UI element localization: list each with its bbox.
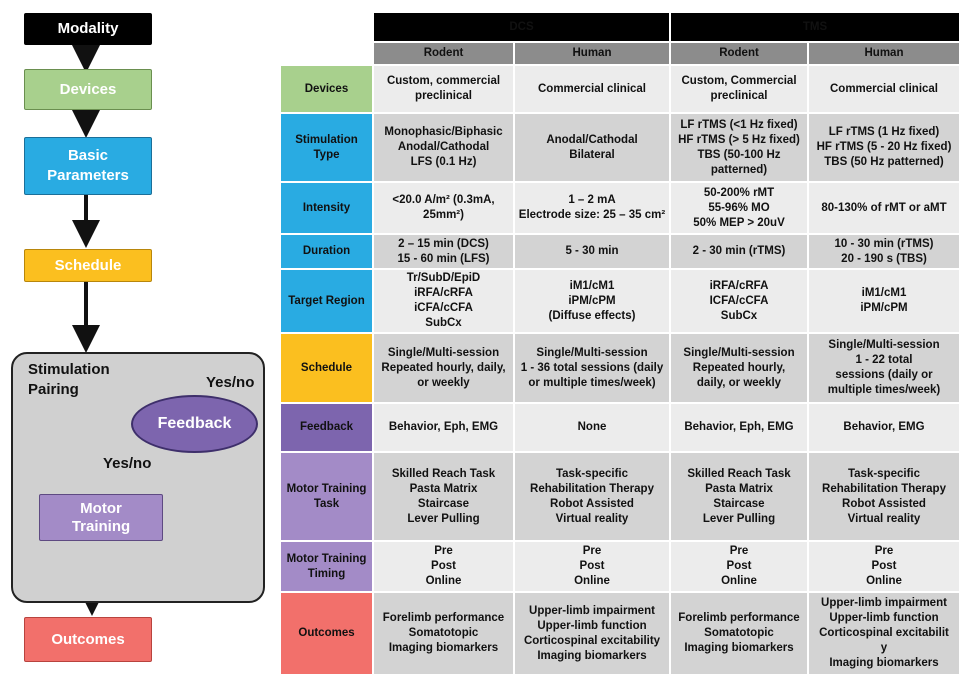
table-cell: Monophasic/Biphasic Anodal/Cathodal LFS … xyxy=(374,114,513,181)
table-cell: Custom, commercial preclinical xyxy=(374,66,513,112)
row-label-devices: Devices xyxy=(281,66,372,112)
yes-no-label-bottom: Yes/no xyxy=(103,455,152,472)
table-cell: iM1/cM1 iPM/cPM xyxy=(809,270,959,332)
table-cell: 50-200% rMT 55-96% MO 50% MEP > 20uV xyxy=(671,183,807,233)
table-cell: Skilled Reach Task Pasta Matrix Staircas… xyxy=(374,453,513,540)
row-label-intensity: Intensity xyxy=(281,183,372,233)
table-row: Schedule Single/Multi-session Repeated h… xyxy=(281,334,959,402)
table-row: Stimulation Type Monophasic/Biphasic Ano… xyxy=(281,114,959,181)
table-cell: Tr/SubD/EpiD iRFA/cRFA iCFA/cCFA SubCx xyxy=(374,270,513,332)
table-cell: Pre Post Online xyxy=(809,542,959,591)
subheader-tms-rodent: Rodent xyxy=(671,43,807,64)
schedule-box: Schedule xyxy=(24,249,152,282)
table-row: Motor Training Timing Pre Post Online Pr… xyxy=(281,542,959,591)
table-cell: None xyxy=(515,404,669,451)
subheader-dcs-human: Human xyxy=(515,43,669,64)
parameters-table: DCS TMS Rodent Human Rodent Human Device… xyxy=(279,11,961,676)
table-cell: Single/Multi-session Repeated hourly, da… xyxy=(374,334,513,402)
table-cell: 1 – 2 mA Electrode size: 25 – 35 cm² xyxy=(515,183,669,233)
header-dcs: DCS xyxy=(374,13,669,41)
table-cell: 5 - 30 min xyxy=(515,235,669,268)
table-cell: Single/Multi-session Repeated hourly, da… xyxy=(671,334,807,402)
subheader-tms-human: Human xyxy=(809,43,959,64)
row-label-duration: Duration xyxy=(281,235,372,268)
table-cell: iM1/cM1 iPM/cPM (Diffuse effects) xyxy=(515,270,669,332)
table-cell: LF rTMS (<1 Hz fixed) HF rTMS (> 5 Hz fi… xyxy=(671,114,807,181)
table-cell: Single/Multi-session 1 - 36 total sessio… xyxy=(515,334,669,402)
table-cell: Anodal/Cathodal Bilateral xyxy=(515,114,669,181)
table-cell: Pre Post Online xyxy=(374,542,513,591)
table-cell: Upper-limb impairment Upper-limb functio… xyxy=(515,593,669,674)
yes-no-label-top: Yes/no xyxy=(206,374,255,391)
row-label-motor-training-timing: Motor Training Timing xyxy=(281,542,372,591)
table-corner-sub xyxy=(281,43,372,64)
table-row: Motor Training Task Skilled Reach Task P… xyxy=(281,453,959,540)
table-row: Target Region Tr/SubD/EpiD iRFA/cRFA iCF… xyxy=(281,270,959,332)
table-cell: iRFA/cRFA ICFA/cCFA SubCx xyxy=(671,270,807,332)
table-cell: Skilled Reach Task Pasta Matrix Staircas… xyxy=(671,453,807,540)
table-cell: 10 - 30 min (rTMS) 20 - 190 s (TBS) xyxy=(809,235,959,268)
table-cell: <20.0 A/m² (0.3mA, 25mm²) xyxy=(374,183,513,233)
subheader-dcs-rodent: Rodent xyxy=(374,43,513,64)
row-label-feedback: Feedback xyxy=(281,404,372,451)
row-label-stimulation-type: Stimulation Type xyxy=(281,114,372,181)
row-label-outcomes: Outcomes xyxy=(281,593,372,674)
feedback-ellipse: Feedback xyxy=(131,395,258,453)
table-cell: Single/Multi-session 1 - 22 total sessio… xyxy=(809,334,959,402)
stimulation-pairing-label: Stimulation Pairing xyxy=(28,361,110,398)
table-cell: Commercial clinical xyxy=(515,66,669,112)
table-cell: Upper-limb impairment Upper-limb functio… xyxy=(809,593,959,674)
table-cell: Task-specific Rehabilitation Therapy Rob… xyxy=(515,453,669,540)
table-cell: Pre Post Online xyxy=(671,542,807,591)
row-label-motor-training-task: Motor Training Task xyxy=(281,453,372,540)
table-corner xyxy=(281,13,372,41)
table-row: Intensity <20.0 A/m² (0.3mA, 25mm²) 1 – … xyxy=(281,183,959,233)
header-tms: TMS xyxy=(671,13,959,41)
table-cell: Custom, Commercial preclinical xyxy=(671,66,807,112)
basic-parameters-box: Basic Parameters xyxy=(24,137,152,195)
row-label-target-region: Target Region xyxy=(281,270,372,332)
modality-box: Modality xyxy=(24,13,152,45)
table-cell: Forelimb performance Somatotopic Imaging… xyxy=(671,593,807,674)
table-cell: 2 – 15 min (DCS) 15 - 60 min (LFS) xyxy=(374,235,513,268)
table-cell: 80-130% of rMT or aMT xyxy=(809,183,959,233)
outcomes-box: Outcomes xyxy=(24,617,152,662)
table-cell: Task-specific Rehabilitation Therapy Rob… xyxy=(809,453,959,540)
table-cell: LF rTMS (1 Hz fixed) HF rTMS (5 - 20 Hz … xyxy=(809,114,959,181)
motor-training-box: Motor Training xyxy=(39,494,163,541)
table-cell: Forelimb performance Somatotopic Imaging… xyxy=(374,593,513,674)
table-cell: 2 - 30 min (rTMS) xyxy=(671,235,807,268)
table-cell: Commercial clinical xyxy=(809,66,959,112)
table-row: Outcomes Forelimb performance Somatotopi… xyxy=(281,593,959,674)
table-cell: Behavior, Eph, EMG xyxy=(374,404,513,451)
table-cell: Behavior, Eph, EMG xyxy=(671,404,807,451)
stimulation-pairing-container xyxy=(11,352,265,603)
row-label-schedule: Schedule xyxy=(281,334,372,402)
table-row: Duration 2 – 15 min (DCS) 15 - 60 min (L… xyxy=(281,235,959,268)
devices-box: Devices xyxy=(24,69,152,110)
table-cell: Behavior, EMG xyxy=(809,404,959,451)
table-cell: Pre Post Online xyxy=(515,542,669,591)
table-row: Devices Custom, commercial preclinical C… xyxy=(281,66,959,112)
table-row: Feedback Behavior, Eph, EMG None Behavio… xyxy=(281,404,959,451)
